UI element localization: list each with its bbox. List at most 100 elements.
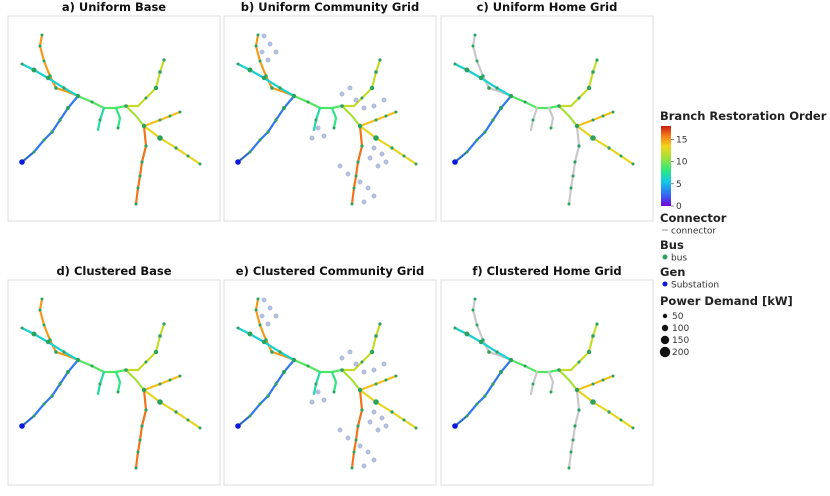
bus-node [306, 364, 310, 368]
bus-node [595, 322, 599, 326]
panel-title: c) Uniform Home Grid [477, 0, 618, 14]
bus-node [354, 438, 358, 442]
bus-node [577, 408, 581, 412]
bus-node [549, 390, 553, 394]
community-node [365, 185, 371, 191]
community-node [309, 135, 315, 141]
bus-node [394, 110, 398, 114]
branch-line [114, 106, 122, 130]
bus-node [266, 394, 270, 398]
branch-line [567, 124, 581, 206]
bus-node [141, 123, 147, 129]
power-legend-label: 200 [672, 348, 689, 358]
bus-node [595, 58, 599, 62]
community-node [361, 463, 367, 469]
bus-node [374, 118, 378, 122]
bus-node [591, 118, 595, 122]
community-node [371, 103, 377, 109]
bus-node [124, 104, 128, 108]
bus-node [314, 118, 318, 122]
branch-line [330, 106, 338, 130]
bus-node [116, 126, 120, 130]
bus-node [256, 33, 260, 37]
bus-node [75, 93, 81, 99]
community-node [361, 369, 367, 375]
bus-node [569, 186, 573, 190]
bus-node [360, 96, 364, 100]
bus-node [198, 426, 202, 430]
panel-frame [7, 15, 221, 222]
bus-node [475, 59, 479, 63]
bus-node [573, 424, 577, 428]
bus-node [567, 202, 571, 206]
community-node [379, 415, 385, 421]
bus-node [586, 85, 592, 91]
community-node [265, 57, 271, 63]
bus-node [31, 67, 37, 73]
bus-node [384, 114, 388, 118]
bus-node [473, 297, 477, 301]
substation-connector [454, 151, 468, 163]
community-node [273, 313, 279, 319]
bus-node [491, 118, 495, 122]
panel-b: b) Uniform Community Grid [223, 0, 437, 222]
bus-node [50, 394, 54, 398]
bus-node [50, 130, 54, 134]
bus-node [140, 160, 144, 164]
bus-node [40, 33, 44, 37]
bus-node [174, 146, 178, 150]
bus-node [350, 466, 354, 470]
panel-f: f) Clustered Home Grid [440, 264, 654, 486]
panel-d: d) Clustered Base [7, 264, 221, 486]
community-node [337, 163, 343, 169]
bus-legend-label: bus [671, 254, 687, 264]
bus-node [390, 410, 394, 414]
bus-node [356, 160, 360, 164]
bus-node [32, 150, 36, 154]
community-node [315, 389, 321, 395]
bus-node [601, 114, 605, 118]
bus-node [591, 70, 595, 74]
bus-node [42, 323, 46, 327]
substation-connector [237, 151, 251, 163]
community-node [267, 41, 273, 47]
bus-node [261, 339, 267, 345]
community-node [371, 193, 377, 199]
bus-node [523, 364, 527, 368]
community-node [345, 171, 351, 177]
branch-line [124, 322, 166, 372]
bus-node [573, 160, 577, 164]
bus-node [144, 96, 148, 100]
bus-node [619, 154, 623, 158]
bus-node [247, 67, 253, 73]
substation-connector [21, 151, 35, 163]
bus-node [499, 106, 503, 110]
bus-node [352, 186, 356, 190]
community-node [381, 361, 387, 367]
bus-node [258, 402, 262, 406]
bus-node [394, 374, 398, 378]
community-node [259, 49, 265, 55]
bus-node [531, 382, 535, 386]
bus-node [356, 424, 360, 428]
bus-node [274, 382, 278, 386]
bus-node [247, 331, 253, 337]
branch-line [547, 106, 555, 130]
bus-node [357, 123, 363, 129]
branch-line [124, 58, 166, 108]
power-legend-label: 150 [672, 336, 689, 346]
bus-node [453, 326, 457, 330]
bus-node [590, 135, 596, 141]
bus-node [291, 357, 297, 363]
bus-node [374, 382, 378, 386]
bus-node [465, 150, 469, 154]
bus-node [291, 93, 297, 99]
bus-node [178, 110, 182, 114]
bus-node [236, 326, 240, 330]
bus-node [75, 357, 81, 363]
bus-node [45, 339, 51, 345]
community-node [379, 151, 385, 157]
branch-line [350, 124, 364, 206]
